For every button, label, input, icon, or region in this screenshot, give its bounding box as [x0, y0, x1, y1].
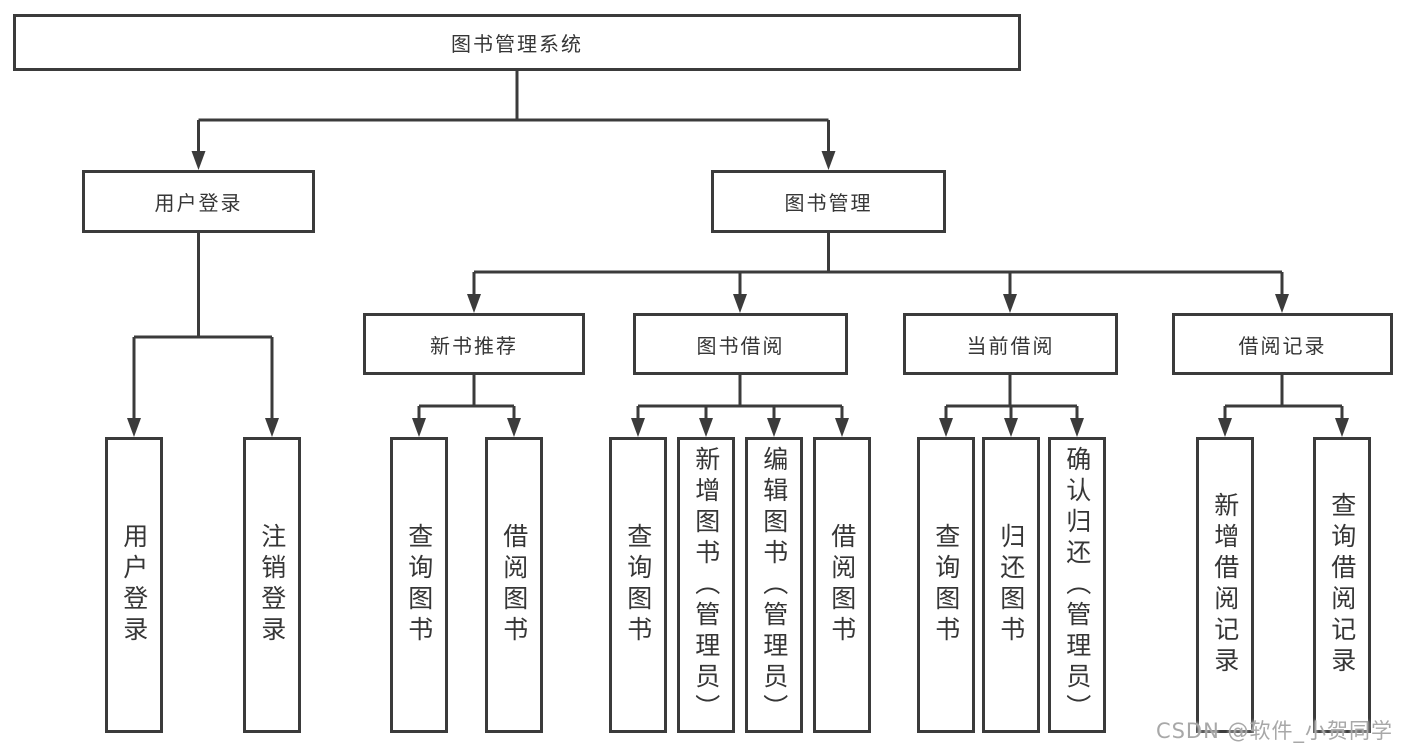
node-book-borrow: 图书借阅	[633, 313, 848, 375]
leaf-user-login: 用户登录	[105, 437, 163, 733]
node-current-borrow: 当前借阅	[903, 313, 1118, 375]
leaf-confirm-return-admin: 确认归还（管理员）	[1048, 437, 1106, 733]
node-label: 用户登录	[154, 191, 243, 215]
node-new-book-recommend: 新书推荐	[363, 313, 585, 375]
node-label: 图书管理系统	[451, 32, 583, 56]
csdn-watermark: CSDN @软件_小贺同学	[1155, 719, 1393, 743]
leaf-return-book: 归还图书	[982, 437, 1040, 733]
node-label: 查询借阅记录	[1327, 492, 1357, 678]
node-label: 图书管理	[784, 191, 873, 215]
leaf-borrow-book-2: 借阅图书	[813, 437, 871, 733]
node-label: 借阅记录	[1238, 333, 1327, 358]
node-borrow-records: 借阅记录	[1172, 313, 1393, 375]
node-label: 借阅图书	[827, 523, 857, 647]
node-label: 图书借阅	[696, 333, 785, 358]
node-label: 当前借阅	[966, 333, 1055, 358]
node-label: 注销登录	[257, 523, 287, 647]
leaf-query-borrow-record: 查询借阅记录	[1313, 437, 1371, 733]
node-label: 查询图书	[931, 523, 961, 647]
leaf-borrow-book-1: 借阅图书	[485, 437, 543, 733]
leaf-query-book-1: 查询图书	[390, 437, 448, 733]
node-label: 查询图书	[404, 523, 434, 647]
node-label: 用户登录	[119, 523, 149, 647]
leaf-edit-book-admin: 编辑图书（管理员）	[745, 437, 803, 733]
arrowheads	[127, 151, 1349, 437]
leaf-logout: 注销登录	[243, 437, 301, 733]
leaf-add-borrow-record: 新增借阅记录	[1196, 437, 1254, 733]
leaf-query-book-2: 查询图书	[609, 437, 667, 733]
leaf-query-book-3: 查询图书	[917, 437, 975, 733]
node-label: 确认归还（管理员）	[1062, 445, 1092, 725]
node-label: 归还图书	[996, 523, 1026, 647]
node-book-management: 图书管理	[711, 170, 946, 233]
node-label: 新书推荐	[430, 333, 518, 358]
node-label: 新增借阅记录	[1210, 492, 1240, 678]
node-label: 查询图书	[623, 523, 653, 647]
node-root-system: 图书管理系统	[13, 14, 1021, 71]
node-user-login: 用户登录	[82, 170, 315, 233]
node-label: 新增图书（管理员）	[691, 445, 721, 725]
leaf-add-book-admin: 新增图书（管理员）	[677, 437, 735, 733]
node-label: 编辑图书（管理员）	[759, 445, 789, 725]
node-label: 借阅图书	[499, 523, 529, 647]
